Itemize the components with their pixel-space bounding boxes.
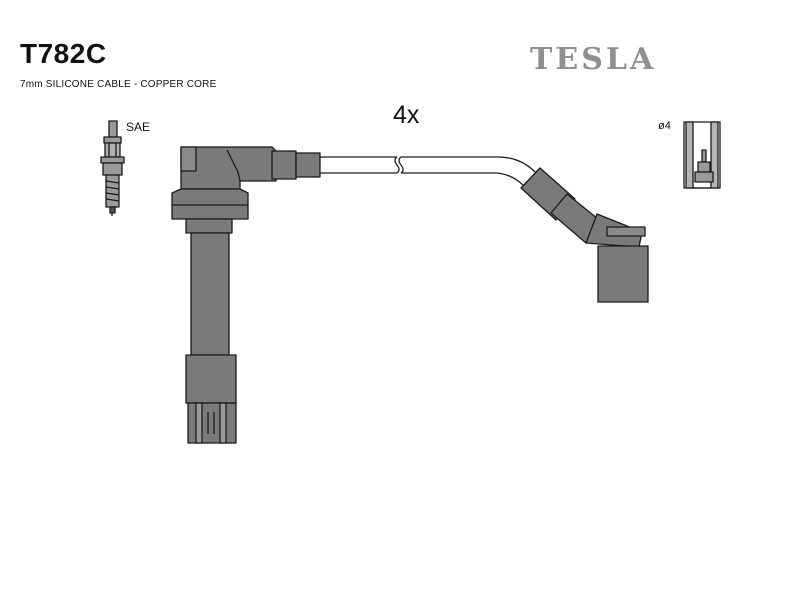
terminal-diameter-label: ø4 — [658, 120, 671, 132]
plug-standard-label: SAE — [126, 120, 151, 134]
spark-plug-icon — [100, 120, 125, 216]
cable-description: 7mm SILICONE CABLE - COPPER CORE — [20, 79, 217, 90]
brand-logo: TESLA — [530, 42, 657, 77]
cable — [320, 156, 539, 189]
part-number: T782C — [20, 38, 107, 69]
plug-boot — [171, 146, 321, 444]
terminal-icon — [683, 121, 721, 189]
quantity-label: 4x — [393, 101, 420, 129]
coil-boot — [520, 167, 649, 303]
